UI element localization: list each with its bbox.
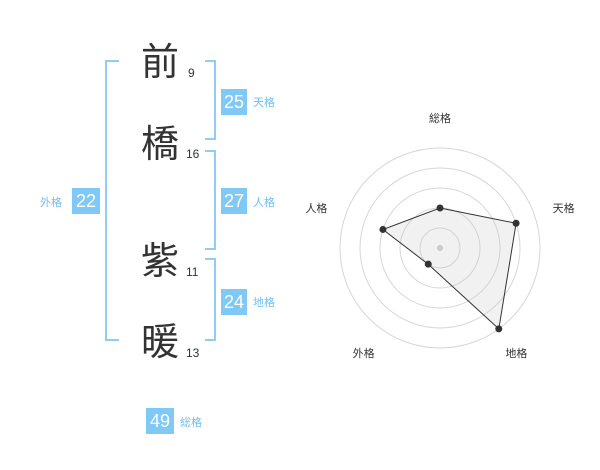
radar-point-4 bbox=[424, 260, 432, 268]
tenkaku-bracket bbox=[205, 60, 216, 140]
chikaku-label: 地格 bbox=[253, 296, 275, 309]
radar-axis-label-4: 外格 bbox=[353, 346, 375, 360]
radar-axis-label-2: 天格 bbox=[553, 201, 575, 215]
soukaku-value-badge: 49 bbox=[146, 408, 174, 434]
soukaku-label: 総格 bbox=[180, 416, 202, 429]
tenkaku-value-badge: 25 bbox=[221, 89, 247, 115]
jinkaku-bracket bbox=[205, 150, 216, 250]
radar-point-5 bbox=[379, 225, 387, 233]
jinkaku-label: 人格 bbox=[253, 196, 275, 209]
tenkaku-label: 天格 bbox=[253, 96, 275, 109]
radar-point-2 bbox=[512, 219, 520, 227]
jinkaku-value-badge: 27 bbox=[221, 188, 247, 214]
stroke-count-4: 13 bbox=[186, 346, 200, 360]
radar-point-3 bbox=[495, 325, 503, 333]
name-char-2: 橋 bbox=[141, 122, 180, 166]
gaikaku-value-badge: 22 bbox=[72, 188, 100, 214]
radar-point-1 bbox=[436, 204, 444, 212]
gaikaku-bracket bbox=[105, 60, 119, 341]
name-char-1: 前 bbox=[141, 40, 180, 84]
chikaku-value-badge: 24 bbox=[221, 289, 247, 315]
radar-polygon bbox=[381, 207, 517, 330]
radar-center bbox=[437, 245, 443, 251]
name-char-4: 暖 bbox=[141, 320, 180, 364]
stroke-count-3: 11 bbox=[186, 265, 199, 279]
stroke-count-2: 16 bbox=[186, 147, 200, 161]
stroke-count-1: 9 bbox=[188, 66, 195, 80]
radar-axis-label-5: 人格 bbox=[305, 201, 327, 215]
gaikaku-label: 外格 bbox=[40, 196, 62, 209]
radar-axis-label-1: 総格 bbox=[429, 111, 451, 125]
chikaku-bracket bbox=[205, 258, 216, 341]
radar-ring bbox=[379, 187, 501, 309]
radar-ring bbox=[419, 227, 461, 269]
radar-axis-label-3: 地格 bbox=[505, 346, 527, 360]
name-char-3: 紫 bbox=[141, 239, 180, 283]
radar-ring bbox=[359, 167, 521, 329]
radar-ring bbox=[339, 147, 541, 349]
